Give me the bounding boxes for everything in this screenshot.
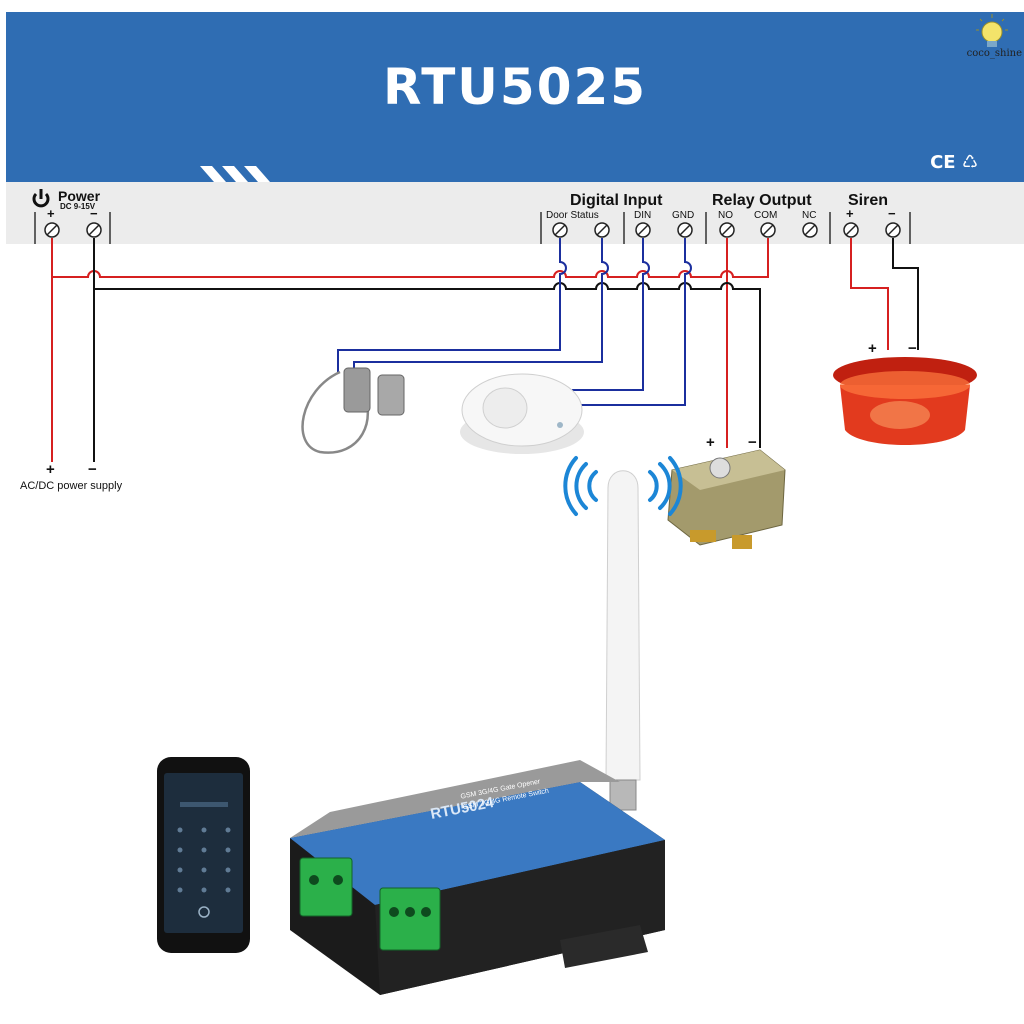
terminal-door [552, 222, 568, 238]
siren-plus-label: + [868, 340, 877, 357]
door-status-label: Door Status [546, 210, 599, 221]
power-plus-mark: + [47, 206, 55, 221]
din-label: DIN [634, 210, 652, 221]
nc-label: NC [802, 210, 817, 221]
power-minus-mark: − [90, 206, 98, 221]
com-label: COM [754, 210, 778, 221]
door-magnetic-sensor [301, 367, 405, 454]
smartphone [157, 757, 250, 953]
terminal-no [719, 222, 735, 238]
rtu5024-device [290, 760, 665, 995]
shop-watermark: coco_shine [966, 48, 1022, 59]
antenna [605, 470, 641, 811]
banner-stripes [200, 166, 270, 182]
electric-lock [667, 449, 786, 549]
siren-label: Siren [848, 192, 889, 209]
power-icon [32, 189, 50, 208]
no-label: NO [718, 210, 733, 221]
terminal-siren-plus [843, 222, 859, 238]
power-label: Power [58, 188, 101, 204]
certification-marks: CE ♺ [930, 152, 978, 173]
terminal-gnd [677, 222, 693, 238]
power-supply-label: AC/DC power supply [20, 480, 123, 492]
lock-plus-label: + [706, 434, 715, 451]
relay-output-label: Relay Output [712, 192, 812, 209]
lock-minus-label: − [748, 434, 757, 451]
blue-wires [337, 238, 692, 406]
smoke-detector [460, 373, 584, 454]
terminal-power-minus [86, 222, 102, 238]
siren-plus-mark: + [846, 206, 854, 221]
terminal-status [594, 222, 610, 238]
terminal-power-plus [44, 222, 60, 238]
product-title: RTU5025 [382, 58, 648, 116]
terminal-block-power [299, 857, 353, 917]
terminal-nc [802, 222, 818, 238]
power-rating: DC 9-15V [60, 202, 96, 211]
siren-minus-label: − [908, 340, 917, 357]
gnd-label: GND [672, 210, 695, 221]
siren-light [833, 357, 977, 445]
siren-minus-mark: − [888, 206, 896, 221]
supply-plus: + [46, 461, 55, 478]
supply-minus: − [88, 461, 97, 478]
wireless-signal-icon [563, 456, 683, 516]
digital-input-label: Digital Input [570, 192, 663, 209]
screw-terminals [44, 222, 901, 238]
terminal-com [760, 222, 776, 238]
bulb-logo-icon [976, 14, 1008, 47]
terminal-siren-minus [885, 222, 901, 238]
product-banner: RTU5025 CE ♺ [6, 12, 1024, 182]
terminal-block-relay [379, 887, 441, 951]
red-wires [51, 238, 889, 462]
terminal-din [635, 222, 651, 238]
